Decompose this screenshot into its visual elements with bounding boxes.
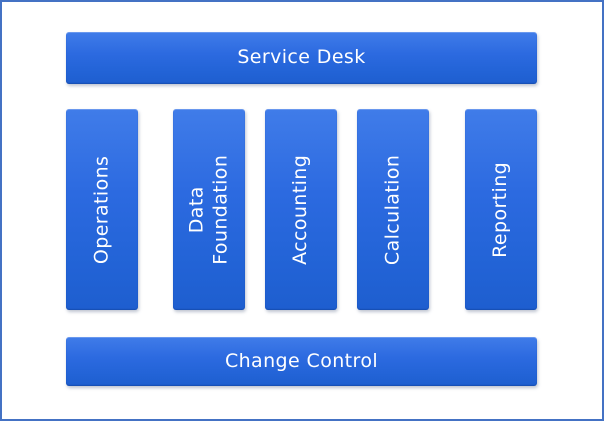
change-control-label: Change Control [224,349,379,372]
operations-label: Operations [90,155,113,264]
column-operations: Operations [66,109,138,310]
column-data-foundation: Data Foundation [173,109,245,310]
data-foundation-label: Data Foundation [185,154,231,265]
change-control-box: Change Control [66,337,537,386]
service-desk-box: Service Desk [66,32,537,84]
service-desk-label: Service Desk [237,46,366,69]
column-reporting: Reporting [465,109,537,310]
column-accounting: Accounting [265,109,337,310]
reporting-label: Reporting [489,161,512,258]
accounting-label: Accounting [289,154,312,265]
calculation-label: Calculation [381,154,404,265]
column-calculation: Calculation [357,109,429,310]
